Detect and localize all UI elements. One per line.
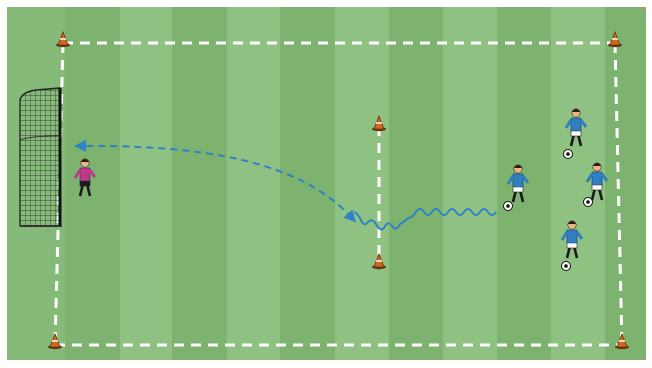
ball [504,202,513,211]
ball [584,198,593,207]
ball [562,262,571,271]
ball [564,150,573,159]
goal [20,88,62,226]
grass [7,7,646,360]
